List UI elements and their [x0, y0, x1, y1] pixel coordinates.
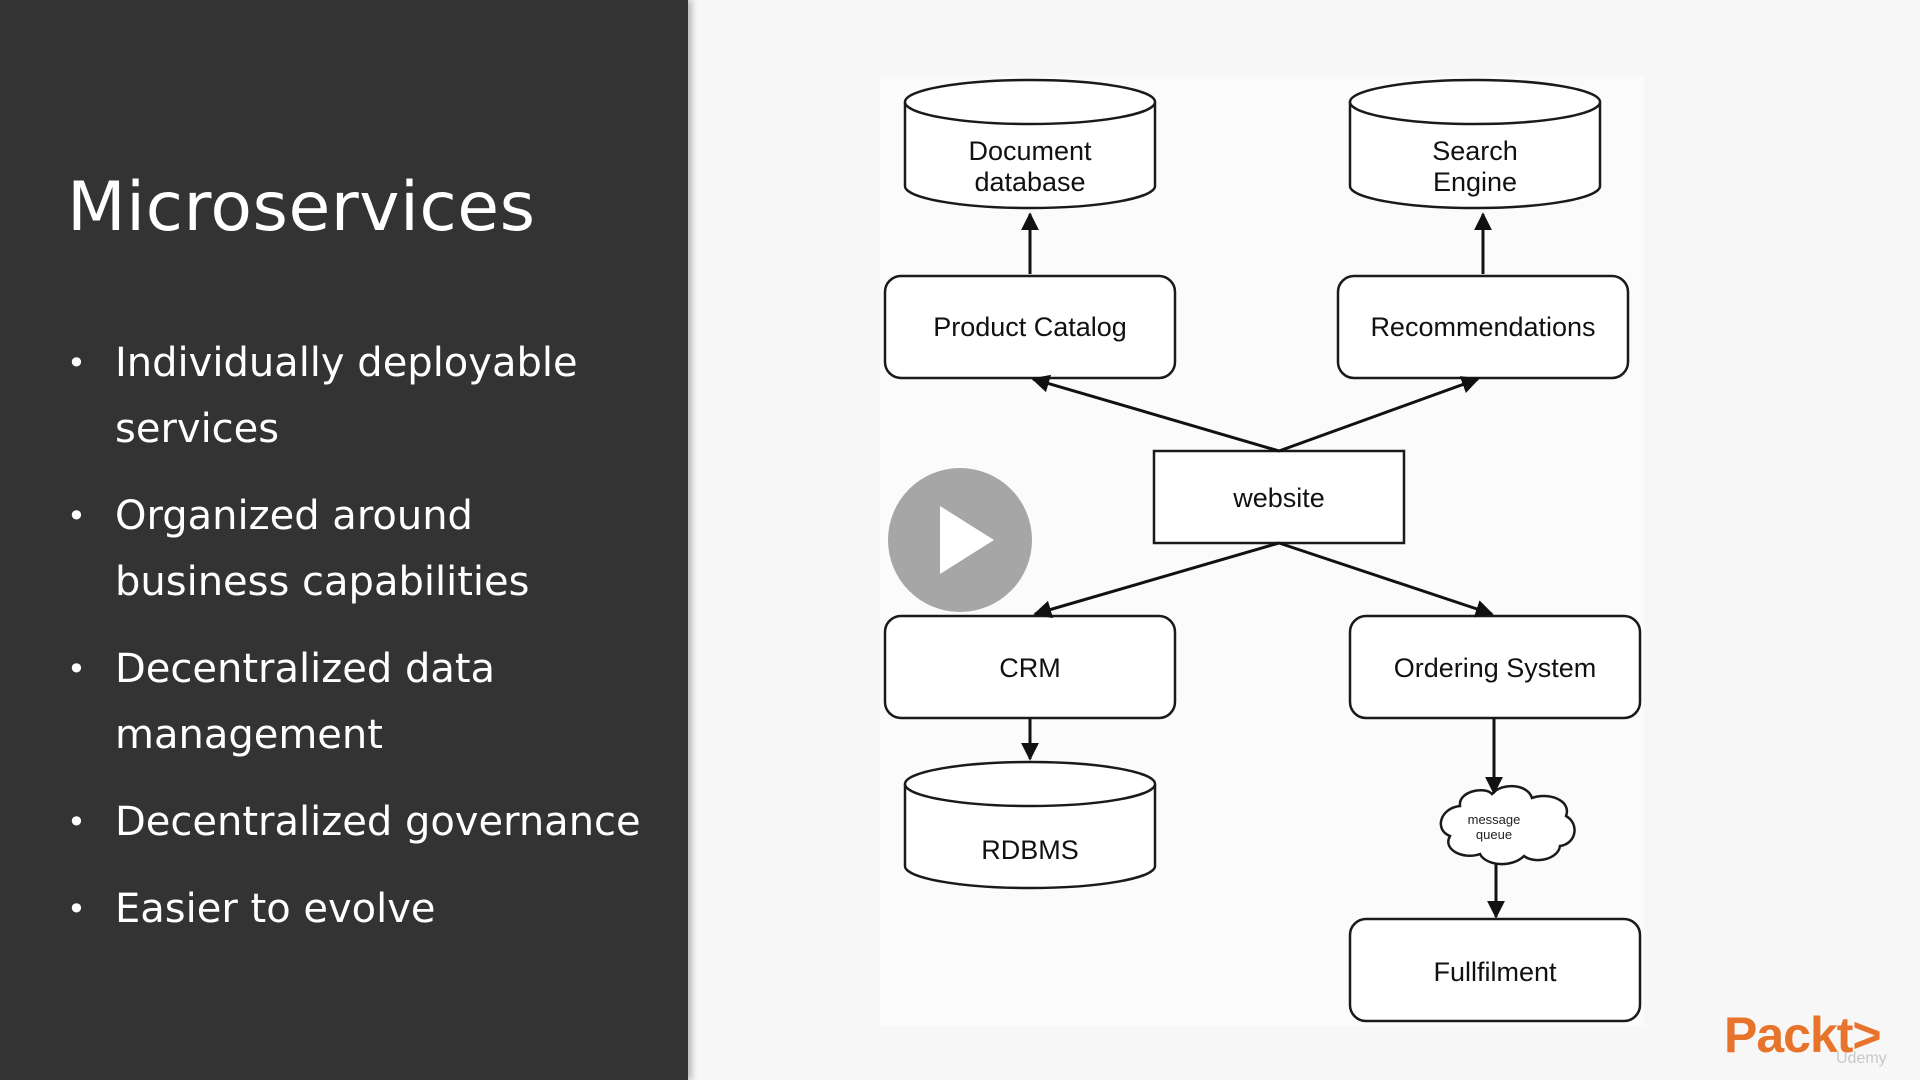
packt-logo: Packt> — [1724, 1007, 1882, 1063]
ordering-system-node: Ordering System — [1348, 614, 1642, 720]
bullet-item: Decentralized governance — [67, 789, 657, 855]
node-label: message — [1468, 812, 1521, 827]
udemy-watermark: Udemy — [1836, 1050, 1887, 1067]
bullet-item: Organized around business capabilities — [67, 483, 657, 615]
bullet-item: Individually deployable services — [67, 330, 657, 462]
node-label: Ordering System — [1394, 653, 1597, 683]
edge-website-to-recs — [1278, 376, 1480, 453]
message-queue-node: message queue — [1439, 785, 1576, 866]
node-label: Document — [968, 136, 1092, 166]
rdbms-node: RDBMS — [903, 760, 1157, 890]
play-icon — [940, 506, 994, 574]
fulfilment-node: Fullfilment — [1348, 917, 1642, 1023]
sidebar-panel: Microservices Individually deployable se… — [0, 0, 688, 1080]
bullet-list: Individually deployable services Organiz… — [67, 330, 657, 963]
node-label: CRM — [999, 653, 1061, 683]
slide-title: Microservices — [67, 168, 536, 247]
bullet-item: Easier to evolve — [67, 876, 657, 942]
edge-website-to-crm — [1033, 541, 1280, 619]
node-label: website — [1232, 483, 1325, 513]
play-button[interactable] — [888, 468, 1032, 612]
node-label: Fullfilment — [1433, 957, 1557, 987]
bullet-item: Decentralized data management — [67, 636, 657, 768]
search-engine-node: Search Engine — [1348, 78, 1602, 210]
product-catalog-node: Product Catalog — [883, 274, 1177, 380]
edge-website-to-ordering — [1278, 541, 1494, 618]
website-node: website — [1152, 449, 1406, 545]
recommendations-node: Recommendations — [1336, 274, 1630, 380]
edge-website-to-catalog — [1031, 374, 1280, 453]
node-label: Product Catalog — [933, 312, 1127, 342]
document-database-node: Document database — [903, 78, 1157, 210]
node-label: Search — [1432, 136, 1518, 166]
node-label: Recommendations — [1370, 312, 1595, 342]
node-label: database — [974, 167, 1085, 197]
node-label: RDBMS — [981, 835, 1079, 865]
node-label: Engine — [1433, 167, 1517, 197]
crm-node: CRM — [883, 614, 1177, 720]
node-label: queue — [1476, 827, 1512, 842]
